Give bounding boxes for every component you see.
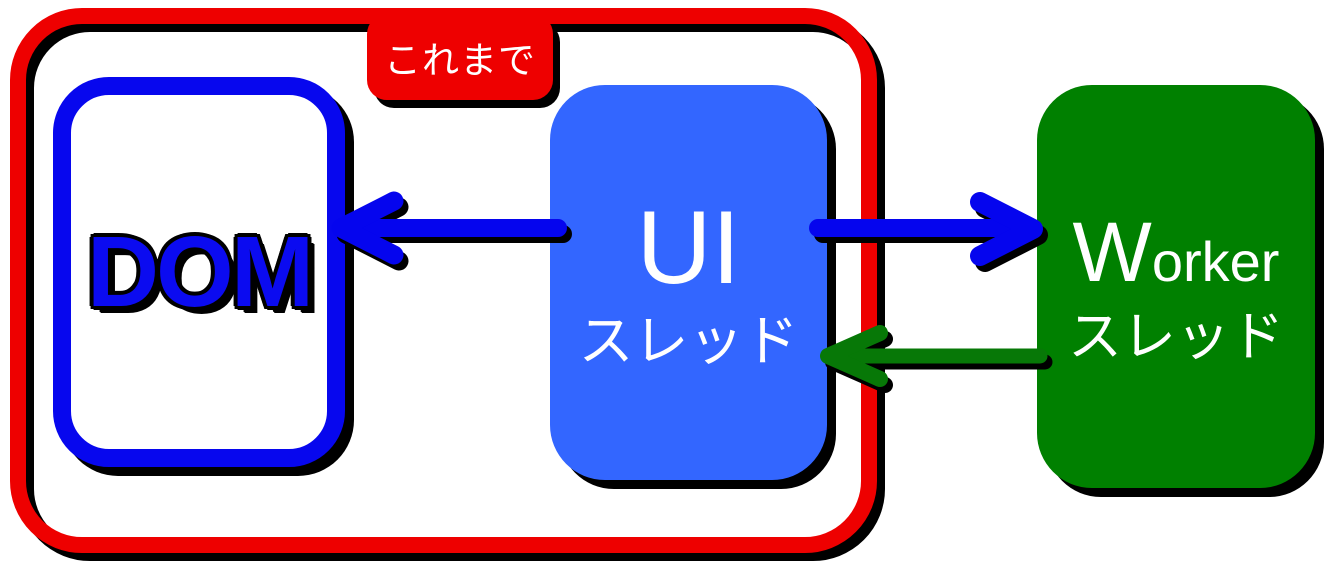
worker-thread-node: Worker スレッド <box>1037 85 1315 488</box>
worker-thread-title-initial: W <box>1072 204 1152 299</box>
worker-thread-title-rest: orker <box>1151 229 1280 293</box>
ui-thread-node: UI スレッド <box>550 85 827 480</box>
era-tab: これまで <box>367 14 553 100</box>
era-tab-label: これまで <box>384 40 536 81</box>
era-frame-outline <box>10 8 877 553</box>
ui-thread-subtitle: スレッド <box>578 310 799 372</box>
worker-thread-subtitle: スレッド <box>1068 306 1284 367</box>
worker-thread-title: Worker <box>1073 210 1280 294</box>
dom-node-label: DOM <box>86 216 314 328</box>
dom-node: DOM <box>53 77 345 467</box>
ui-thread-title: UI <box>636 190 741 306</box>
